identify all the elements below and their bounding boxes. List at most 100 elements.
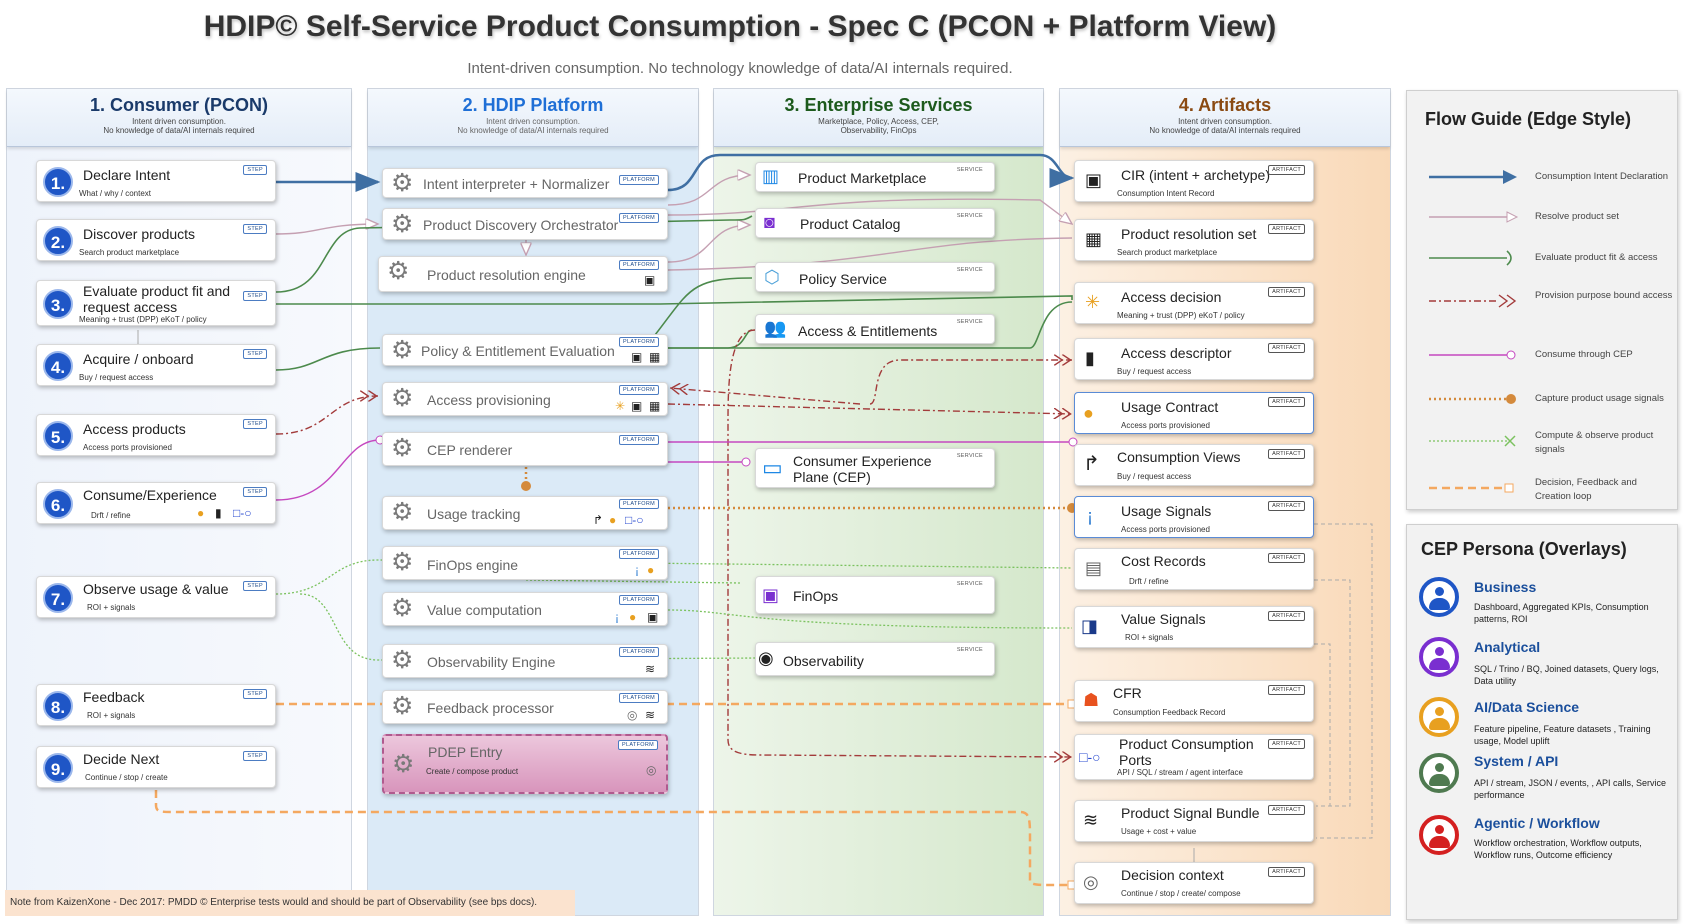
legend-label: Consumption Intent Declaration (1535, 171, 1669, 182)
artifact-decision-context[interactable]: ◎ Decision context Continue / stop / cre… (1074, 862, 1314, 904)
record-icon: ▣ (647, 610, 659, 624)
service-badge: SERVICE (953, 646, 986, 654)
platform-access-provisioning[interactable]: ⚙ Access provisioning PLATFORM ✳ ▣ ▦ (382, 382, 668, 416)
platform-finops-engine[interactable]: ⚙ FinOps engine PLATFORM ¡ ● (382, 546, 668, 580)
signal-bundle-icon: ≋ (645, 708, 656, 722)
edge-consume (275, 439, 381, 501)
step-evaluate-product-fit[interactable]: 3. Evaluate product fit and request acce… (36, 280, 276, 326)
service-access-entitlements[interactable]: 👥 Access & Entitlements SERVICE (755, 314, 995, 344)
page-subtitle: Intent-driven consumption. No technology… (467, 60, 1013, 77)
step-title: Acquire / onboard (83, 351, 194, 367)
persona-description: Feature pipeline, Feature datasets , Tra… (1474, 724, 1651, 746)
artifact-product-consumption-ports[interactable]: □-○ Product Consumption Ports API / SQL … (1074, 734, 1314, 780)
step-feedback[interactable]: 8. Feedback ROI + signals STEP (36, 684, 276, 726)
artifact-subtitle: ROI + signals (1125, 633, 1174, 642)
artifact-access-decision[interactable]: ✳ Access decision Meaning + trust (DPP) … (1074, 282, 1314, 324)
platform-policy-evaluation[interactable]: ⚙ Policy & Entitlement Evaluation PLATFO… (382, 334, 668, 366)
artifact-badge: ARTIFACT (1268, 739, 1305, 749)
lane-platform-header: 2. HDIP Platform Intent driven consumpti… (368, 89, 698, 147)
lane-consumer-subtitle: Intent driven consumption. No knowledge … (103, 117, 255, 135)
service-observability[interactable]: ◉ Observability SERVICE (755, 642, 995, 676)
step-access-products[interactable]: 5. Access products Access ports provisio… (36, 414, 276, 456)
access-decision-icon: ✳ (1085, 292, 1101, 312)
platform-observability-engine[interactable]: ⚙ Observability Engine PLATFORM ≋ (382, 644, 668, 678)
gear-icon: ⚙ (391, 498, 414, 526)
signal-icon: ● (629, 610, 637, 624)
platform-node-title: Intent interpreter + Normalizer (423, 176, 610, 192)
artifact-product-signal-bundle[interactable]: ≋ Product Signal Bundle Usage + cost + v… (1074, 800, 1314, 842)
step-title: Feedback (83, 689, 145, 705)
decision-context-icon: ◎ (627, 708, 638, 722)
platform-node-title: Policy & Entitlement Evaluation (421, 343, 615, 359)
service-product-catalog[interactable]: ◙ Product Catalog SERVICE (755, 208, 995, 238)
step-decide-next[interactable]: 9. Decide Next Continue / stop / create … (36, 746, 276, 788)
artifact-title: Product Consumption Ports (1119, 736, 1254, 768)
legend-label: Resolve product set (1535, 211, 1619, 222)
platform-usage-tracking[interactable]: ⚙ Usage tracking PLATFORM ↱ ● □-○ (382, 496, 668, 530)
artifact-usage-contract[interactable]: ● Usage Contract Access ports provisione… (1074, 392, 1314, 434)
edge-evaluate-policy (276, 295, 1073, 305)
artifact-title: CIR (intent + archetype) (1121, 167, 1271, 183)
artifact-subtitle: Buy / request access (1117, 472, 1192, 481)
service-product-marketplace[interactable]: ▥ Product Marketplace SERVICE (755, 162, 995, 192)
persona-description: Dashboard, Aggregated KPIs, Consumption … (1474, 602, 1649, 624)
platform-feedback-processor[interactable]: ⚙ Feedback processor PLATFORM ◎ ≋ (382, 690, 668, 724)
gear-icon: ⚙ (391, 336, 414, 364)
artifact-usage-signals[interactable]: ¡ Usage Signals Access ports provisioned… (1074, 496, 1314, 538)
artifact-title: Product Signal Bundle (1121, 805, 1260, 821)
step-consume-experience[interactable]: 6. Consume/Experience Drft / refine STEP… (36, 482, 276, 524)
platform-cep-renderer[interactable]: ⚙ CEP renderer PLATFORM (382, 432, 668, 466)
step-badge: STEP (243, 751, 267, 761)
artifact-access-descriptor[interactable]: ▮ Access descriptor Buy / request access… (1074, 338, 1314, 380)
step-acquire-onboard[interactable]: 4. Acquire / onboard Buy / request acces… (36, 344, 276, 386)
lane-enterprise-subtitle: Marketplace, Policy, Access, CEP, Observ… (818, 117, 939, 135)
artifact-subtitle: Consumption Feedback Record (1113, 708, 1226, 717)
platform-node-title: FinOps engine (427, 557, 519, 573)
monitor-icon: ▭ (762, 455, 783, 480)
artifact-cfr[interactable]: ☗ CFR Consumption Feedback Record ARTIFA… (1074, 680, 1314, 722)
artifact-product-resolution-set[interactable]: ▦ Product resolution set Search product … (1074, 219, 1314, 261)
legend-label: Evaluate product fit & access (1535, 252, 1658, 263)
gear-icon: ⚙ (392, 750, 415, 778)
platform-intent-interpreter[interactable]: ⚙ Intent interpreter + Normalizer PLATFO… (382, 168, 668, 198)
platform-discovery-orchestrator[interactable]: ⚙ Product Discovery Orchestrator PLATFOR… (382, 208, 668, 240)
step-subtitle: Meaning + trust (DPP) eKoT / policy (79, 315, 207, 324)
system-api-persona-icon (1419, 753, 1459, 793)
gear-icon: ⚙ (387, 257, 410, 285)
step-observe-usage-value[interactable]: 7. Observe usage & value ROI + signals S… (36, 576, 276, 618)
artifact-consumption-views[interactable]: ↱ Consumption Views Buy / request access… (1074, 444, 1314, 486)
service-title: Policy Service (799, 271, 887, 287)
platform-node-title: CEP renderer (427, 442, 513, 458)
artifact-value-signals[interactable]: ◨ Value Signals ROI + signals ARTIFACT (1074, 606, 1314, 648)
edge-policy-eval (654, 277, 753, 336)
step-number: 1. (43, 167, 73, 197)
service-policy[interactable]: ⬡ Policy Service SERVICE (755, 262, 995, 292)
platform-pdep-entry[interactable]: ⚙ PDEP Entry Create / compose product PL… (382, 734, 668, 794)
platform-node-title: Observability Engine (427, 654, 556, 670)
step-discover-products[interactable]: 2. Discover products Search product mark… (36, 219, 276, 261)
service-consumer-experience-plane[interactable]: ▭ Consumer Experience Plane (CEP) SERVIC… (755, 448, 995, 488)
step-declare-intent[interactable]: 1. Declare Intent What / why / context S… (36, 160, 276, 202)
edge-provision (275, 396, 379, 435)
artifact-cir[interactable]: ▣ CIR (intent + archetype) Consumption I… (1074, 160, 1314, 202)
service-badge: SERVICE (953, 580, 986, 588)
lane-consumer-title: 1. Consumer (PCON) (89, 95, 269, 115)
lane-platform-title: 2. HDIP Platform (462, 95, 604, 115)
usage-signal-icon: ¡ (635, 563, 639, 577)
document-icon: ▮ (1085, 348, 1095, 368)
persona-panel-title: CEP Persona (Overlays) (1421, 539, 1627, 559)
step-badge: STEP (243, 581, 267, 591)
service-finops[interactable]: ▣ FinOps SERVICE (755, 576, 995, 614)
step-title: Decide Next (83, 751, 160, 767)
artifact-cost-records[interactable]: ▤ Cost Records Drft / refine ARTIFACT (1074, 548, 1314, 590)
artifact-badge: ARTIFACT (1268, 805, 1305, 815)
platform-value-computation[interactable]: ⚙ Value computation PLATFORM ¡ ● ▣ (382, 592, 668, 626)
edge-compute-obs (299, 593, 761, 661)
step-number: 2. (43, 226, 73, 256)
consumption-views-icon: ↱ (1083, 453, 1100, 475)
service-badge: SERVICE (953, 318, 986, 326)
platform-resolution-engine[interactable]: ⚙ Product resolution engine PLATFORM ▣ (378, 256, 668, 292)
step-subtitle: Drft / refine (91, 511, 131, 520)
edge-bundle-3 (1314, 643, 1331, 806)
